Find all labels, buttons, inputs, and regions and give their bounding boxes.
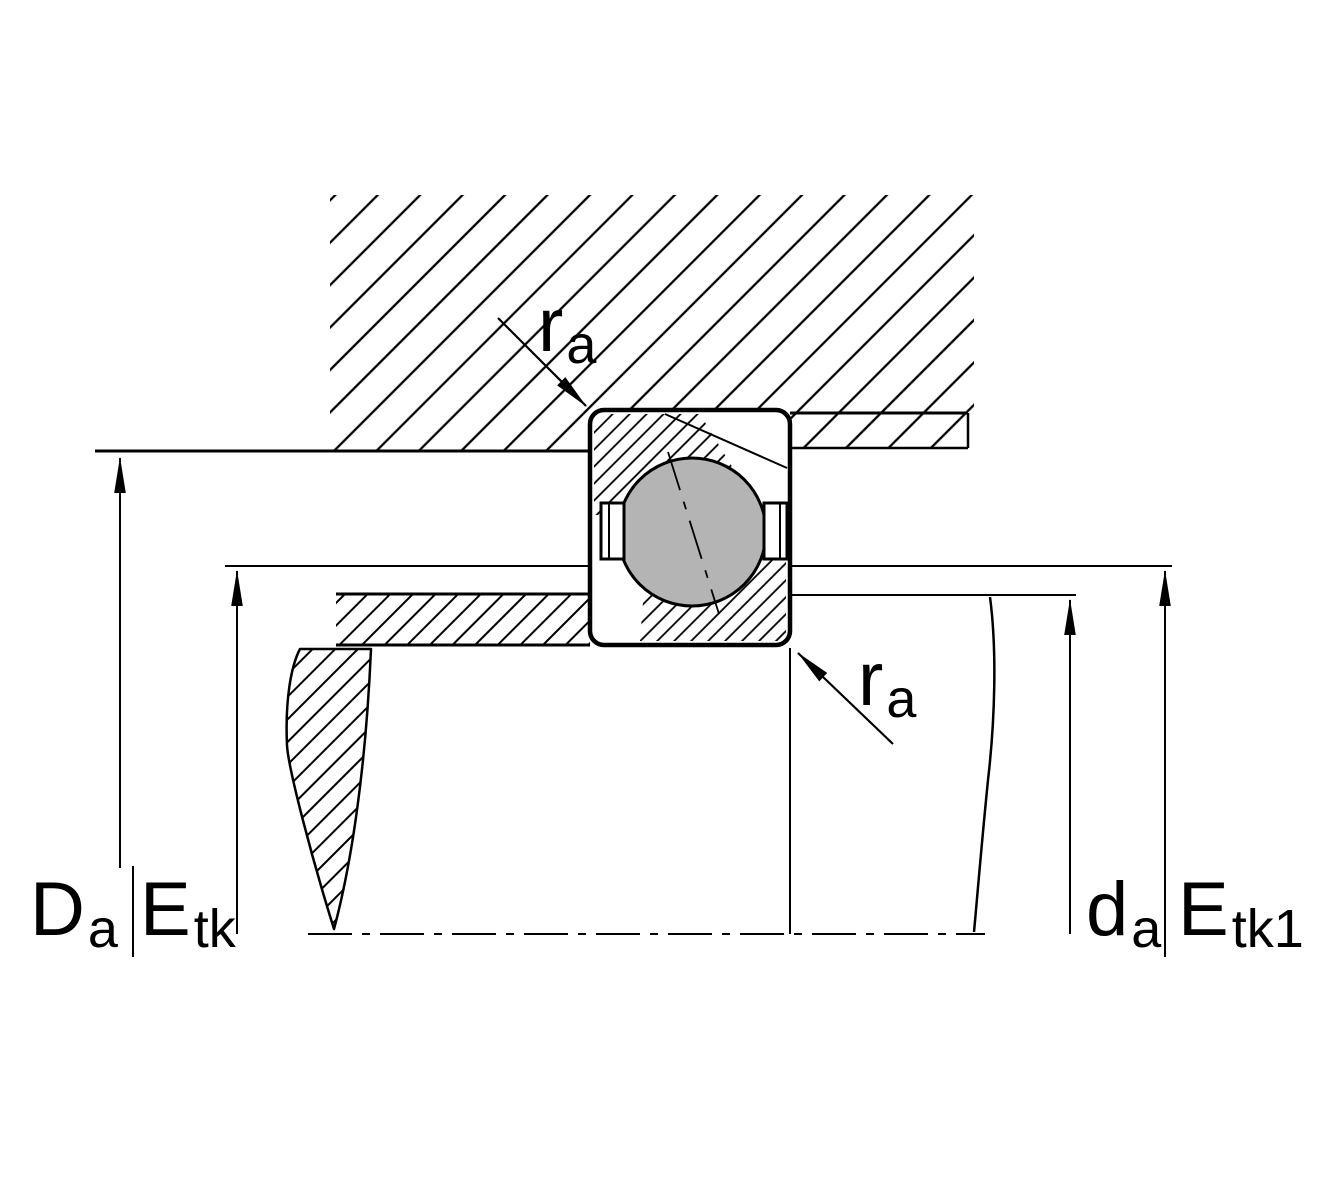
housing-hatch-left-shoulder: [330, 413, 590, 450]
label-da-sub: a: [1131, 899, 1162, 959]
outer-ring-bore-line: [664, 413, 788, 469]
ball: [616, 456, 768, 608]
label-ra-top-main: r: [538, 283, 564, 368]
inner-ring-hatch: [640, 534, 786, 641]
shaft-section: [225, 565, 1172, 934]
grinding-wheel-profile: [285, 647, 373, 931]
label-ra-bottom-main: r: [858, 637, 884, 722]
label-Etk1-sub: tk1: [1231, 899, 1304, 959]
housing-section: [95, 195, 974, 453]
bearing-cross-section: [587, 407, 793, 648]
cage-left: [599, 501, 626, 561]
ra-arrow-bottom: [797, 652, 894, 745]
label-ra-top-sub: a: [566, 315, 597, 375]
shaft-contour-curve: [972, 596, 996, 933]
housing-hatch-main: [330, 195, 974, 413]
label-Da-main: D: [30, 867, 85, 952]
contact-axis-line: [667, 451, 720, 615]
label-Etk-sub: tk: [193, 899, 236, 959]
housing-hatch-right-strip: [790, 413, 968, 448]
label-Etk1-main: E: [1178, 867, 1229, 952]
dimension-arrows: [114, 317, 1171, 957]
label-Etk-main: E: [140, 867, 191, 952]
label-Da-sub: a: [87, 899, 118, 959]
label-da-main: d: [1086, 867, 1129, 952]
shaft-hatch-strip: [336, 594, 590, 645]
cage-right: [762, 501, 789, 561]
ra-arrow-top: [497, 317, 587, 407]
label-ra-bottom-sub: a: [886, 669, 917, 729]
